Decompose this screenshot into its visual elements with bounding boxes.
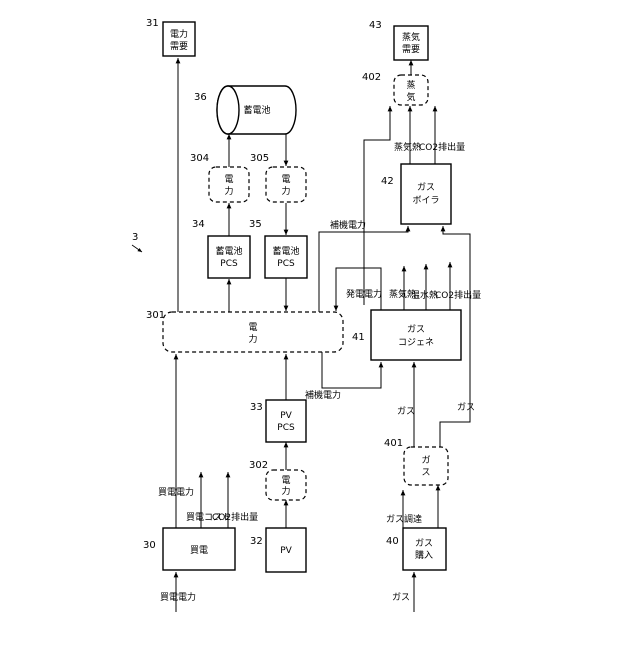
gas-cogen-ref: 41 [352,332,365,343]
power-bus-line1: 電 [248,322,257,333]
power-purchase-ref: 30 [143,540,156,551]
co2-purchase-label: CO2排出量 [212,511,258,523]
gas-purchase-ref: 40 [386,536,399,547]
gas-boiler-ref: 42 [381,176,394,187]
battery-pcs-a-ref: 34 [192,219,205,230]
battery-power-a-line2: 力 [224,185,233,197]
battery-pcs-a-line2: PCS [220,259,238,269]
aux-power-cogen-label: 補機電力 [305,389,341,401]
gas-purchase-line1: ガス [415,538,433,549]
co2-cogen-label: CO2排出量 [435,289,481,301]
cogen-hot-water-label: 温水熱 [411,289,438,301]
pv-pcs-line1: PV [280,411,292,421]
battery-pcs-a-block [208,236,250,278]
boiler-steam-label: 蒸気熱 [394,141,421,153]
steam-node-ref: 402 [362,72,381,83]
battery-power-a-line1: 電 [224,174,233,185]
pv-pcs-block [266,400,306,442]
gas-node-line2: ス [421,468,430,478]
figure-ref: 3 [132,232,138,243]
gas-boiler-line2: ボイラ [412,195,439,206]
pv-power-line2: 力 [281,485,290,497]
purchased-power-in-label: 買電電力 [160,591,196,603]
battery-pcs-b-ref: 35 [249,219,262,230]
figure-ref-arrow [132,245,142,252]
steam-demand-line2: 需要 [402,44,420,55]
battery-pcs-b-block [265,236,307,278]
battery-pcs-b-line2: PCS [277,259,295,269]
power-demand-line1: 電力 [170,28,188,40]
power-bus-ref: 301 [146,310,165,321]
battery-pcs-a-line1: 蓄電池 [215,245,242,257]
gas-node [404,447,448,485]
steam-demand-ref: 43 [369,20,382,31]
power-demand-ref: 31 [146,18,159,29]
pv-pcs-ref: 33 [250,402,263,413]
pv-power-line1: 電 [281,475,290,486]
aux-power-boiler-label: 補機電力 [330,219,366,231]
pv-label: PV [280,546,292,556]
purchased-power-label: 買電電力 [158,486,194,498]
gas-procurement-label: ガス調達 [386,513,422,525]
battery-ref: 36 [194,92,207,103]
pv-pcs-line2: PCS [277,423,295,433]
steam-node-line2: 気 [406,91,415,103]
power-bus-line2: 力 [248,333,257,345]
battery-power-b-ref: 305 [250,153,269,164]
power-demand-line2: 需要 [170,41,188,52]
battery-power-b-line1: 電 [281,174,290,185]
gas-cogen-line2: コジェネ [398,337,434,348]
gas-cogen-line1: ガス [407,324,425,335]
gas-boiler-block [401,164,451,224]
gas-cogen-block [371,310,461,360]
gas-to-cogen-label: ガス [397,406,415,417]
power-purchase-label: 買電 [190,545,208,556]
co2-boiler-label: CO2排出量 [419,141,465,153]
gas-to-boiler-label: ガス [457,402,475,413]
gas-node-ref: 401 [384,438,403,449]
gas-purchase-line2: 購入 [415,549,433,561]
steam-demand-line1: 蒸気 [402,31,420,43]
battery-label: 蓄電池 [243,104,270,116]
cogen-steam-to-node-arrow [364,106,390,305]
gas-purchase-block [403,528,446,570]
battery-power-a-ref: 304 [190,153,209,164]
battery-power-b-line2: 力 [281,185,290,197]
pv-ref: 32 [250,536,263,547]
gas-boiler-line1: ガス [417,182,435,193]
battery-pcs-b-line1: 蓄電池 [272,245,299,257]
gas-in-label: ガス [392,592,410,603]
gas-node-line1: ガ [421,455,430,466]
pv-power-ref: 302 [249,460,268,471]
battery-cylinder-top [217,86,239,134]
steam-node-line1: 蒸 [406,79,415,91]
